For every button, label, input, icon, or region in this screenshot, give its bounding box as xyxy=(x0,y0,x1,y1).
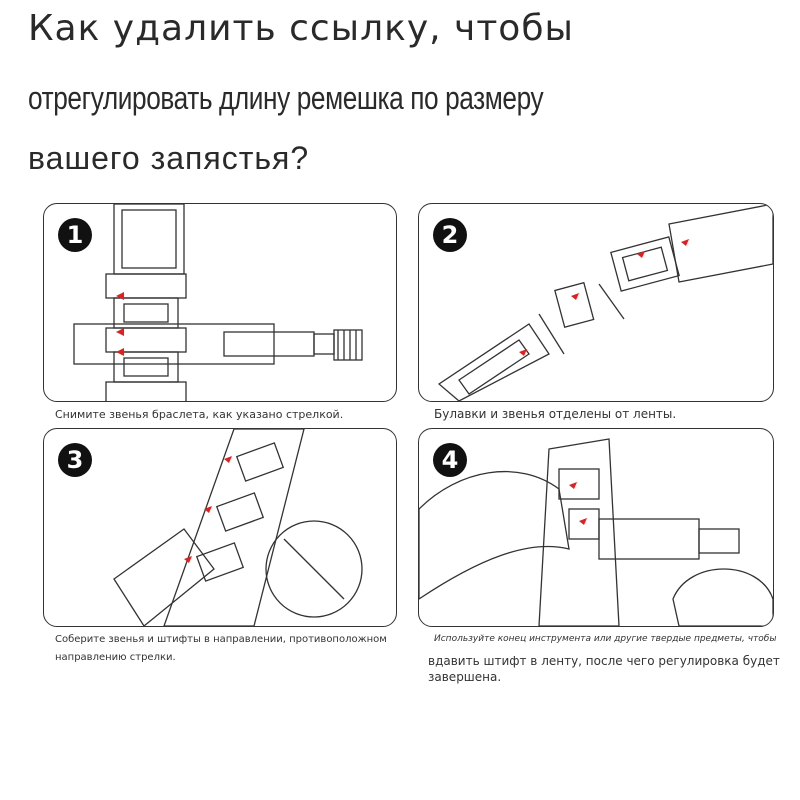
step-1-panel: 1 xyxy=(43,203,397,402)
step-3-arrows xyxy=(184,456,232,563)
step-2-arrows xyxy=(519,239,689,356)
step-1-illustration xyxy=(73,204,363,401)
step-4-arrows xyxy=(569,482,587,525)
heading-line-3: вашего запястья? xyxy=(28,140,310,176)
heading-line-2: отрегулировать длину ремешка по размеру xyxy=(28,80,544,116)
step-4-caption-line-2: вдавить штифт в ленту, после чего регули… xyxy=(428,654,780,668)
step-1-caption: Снимите звенья браслета, как указано стр… xyxy=(55,408,344,421)
step-4-caption-line-1: Используйте конец инструмента или другие… xyxy=(434,634,777,644)
step-4-number: 4 xyxy=(433,443,467,477)
step-3-number: 3 xyxy=(58,443,92,477)
heading-line-1: Как удалить ссылку, чтобы xyxy=(28,8,574,49)
step-4-illustration xyxy=(419,438,773,626)
step-4-caption-line-3: завершена. xyxy=(428,670,502,684)
step-2-panel: 2 xyxy=(418,203,774,402)
step-2-illustration xyxy=(437,204,773,401)
step-3-caption-line-1: Соберите звенья и штифты в направлении, … xyxy=(55,634,387,645)
step-1-arrows xyxy=(116,292,124,356)
step-3-caption-line-2: направлению стрелки. xyxy=(55,652,176,663)
step-3-illustration xyxy=(113,429,363,626)
step-4-panel: 4 xyxy=(418,428,774,627)
step-2-caption: Булавки и звенья отделены от ленты. xyxy=(434,407,677,421)
step-1-number: 1 xyxy=(58,218,92,252)
step-3-panel: 3 xyxy=(43,428,397,627)
step-2-number: 2 xyxy=(433,218,467,252)
